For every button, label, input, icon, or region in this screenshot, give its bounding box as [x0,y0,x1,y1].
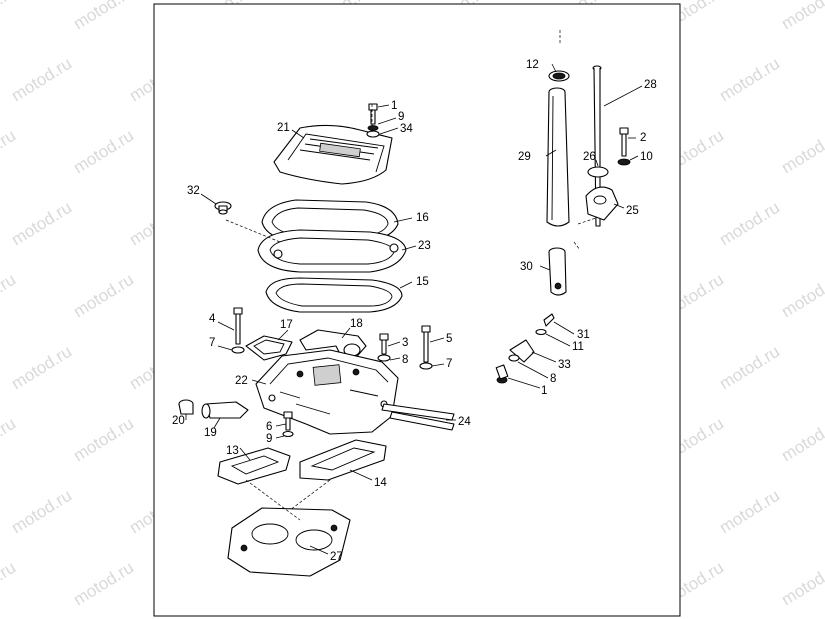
watermark-text: motod.ru [70,558,137,610]
callout-17: 17 [280,319,293,331]
callout-2: 2 [640,132,646,144]
watermark-text: motod.ru [0,270,19,322]
callout-6: 6 [266,421,272,433]
callout-10: 10 [640,151,653,163]
watermark-text: motod.ru [778,414,825,466]
callout-1: 1 [541,385,547,397]
callout-13: 13 [226,445,239,457]
watermark-text: motod.ru [8,342,75,394]
callout-23: 23 [418,240,431,252]
diagram-frame [153,3,681,617]
watermark-text: motod.ru [70,0,137,33]
callout-31: 31 [577,329,590,341]
breather-plug [214,201,232,215]
callout-8: 8 [550,373,556,385]
watermark-text: motod.ru [778,126,825,178]
callout-7: 7 [209,337,215,349]
callout-8: 8 [402,354,408,366]
bolt-lower [282,411,294,438]
callout-27: 27 [330,551,343,563]
bolt-left [231,307,245,354]
bolt-right-top [617,127,631,166]
callout-26: 26 [583,151,596,163]
watermark-text: motod.ru [716,54,783,106]
watermark-text: motod.ru [716,198,783,250]
watermark-text: motod.ru [8,54,75,106]
watermark-text: motod.ru [778,558,825,610]
cover-base [257,229,407,273]
retaining-ring [587,166,609,178]
watermark-text: motod.ru [8,486,75,538]
watermark-text: motod.ru [8,198,75,250]
callout-19: 19 [204,427,217,439]
watermark-text: motod.ru [70,270,137,322]
pushrod-lower [548,247,567,296]
callout-11: 11 [572,341,584,353]
callout-18: 18 [350,318,363,330]
rocker-shaft [178,399,249,419]
watermark-text: motod.ru [716,342,783,394]
callout-12: 12 [526,59,539,71]
callout-32: 32 [187,185,200,197]
gasket-27 [227,507,351,577]
callout-9: 9 [398,111,404,123]
gasket-13 [217,447,291,485]
pushrod-rod [592,65,602,227]
pushrod-cover-cap [548,70,570,82]
bolt-center [377,333,391,362]
leader-lines [185,63,643,555]
base-gasket [265,277,403,313]
bolt-stack-top [366,103,380,138]
watermark-text: motod.ru [0,0,19,33]
callout-34: 34 [400,123,413,135]
pin-31 [543,313,555,327]
callout-29: 29 [518,151,531,163]
watermark-text: motod.ru [70,126,137,178]
watermark-text: motod.ru [0,558,19,610]
callout-1: 1 [391,100,397,112]
callout-7: 7 [446,358,452,370]
callout-21: 21 [277,122,290,134]
callout-24: 24 [458,416,471,428]
callout-33: 33 [558,359,571,371]
callout-3: 3 [402,337,408,349]
bolt-right-lower [495,364,509,384]
callout-9: 9 [266,433,272,445]
callout-30: 30 [520,261,533,273]
callout-25: 25 [626,205,639,217]
callout-15: 15 [416,276,429,288]
watermark-text: motod.ru [778,0,825,33]
callout-20: 20 [172,415,185,427]
callout-22: 22 [235,375,248,387]
callout-28: 28 [644,79,657,91]
callout-5: 5 [446,333,452,345]
tube-bracket [585,186,619,221]
callout-14: 14 [374,477,387,489]
callout-16: 16 [416,212,429,224]
watermark-text: motod.ru [716,486,783,538]
watermark-text: motod.ru [70,414,137,466]
callout-4: 4 [209,313,216,325]
rocker-cover [273,124,393,185]
bolt-right [419,325,433,370]
seal-17 [245,335,293,361]
watermark-text: motod.ru [0,414,19,466]
pushrod-tube [546,87,570,227]
watermark-text: motod.ru [778,270,825,322]
watermark-text: motod.ru [0,126,19,178]
